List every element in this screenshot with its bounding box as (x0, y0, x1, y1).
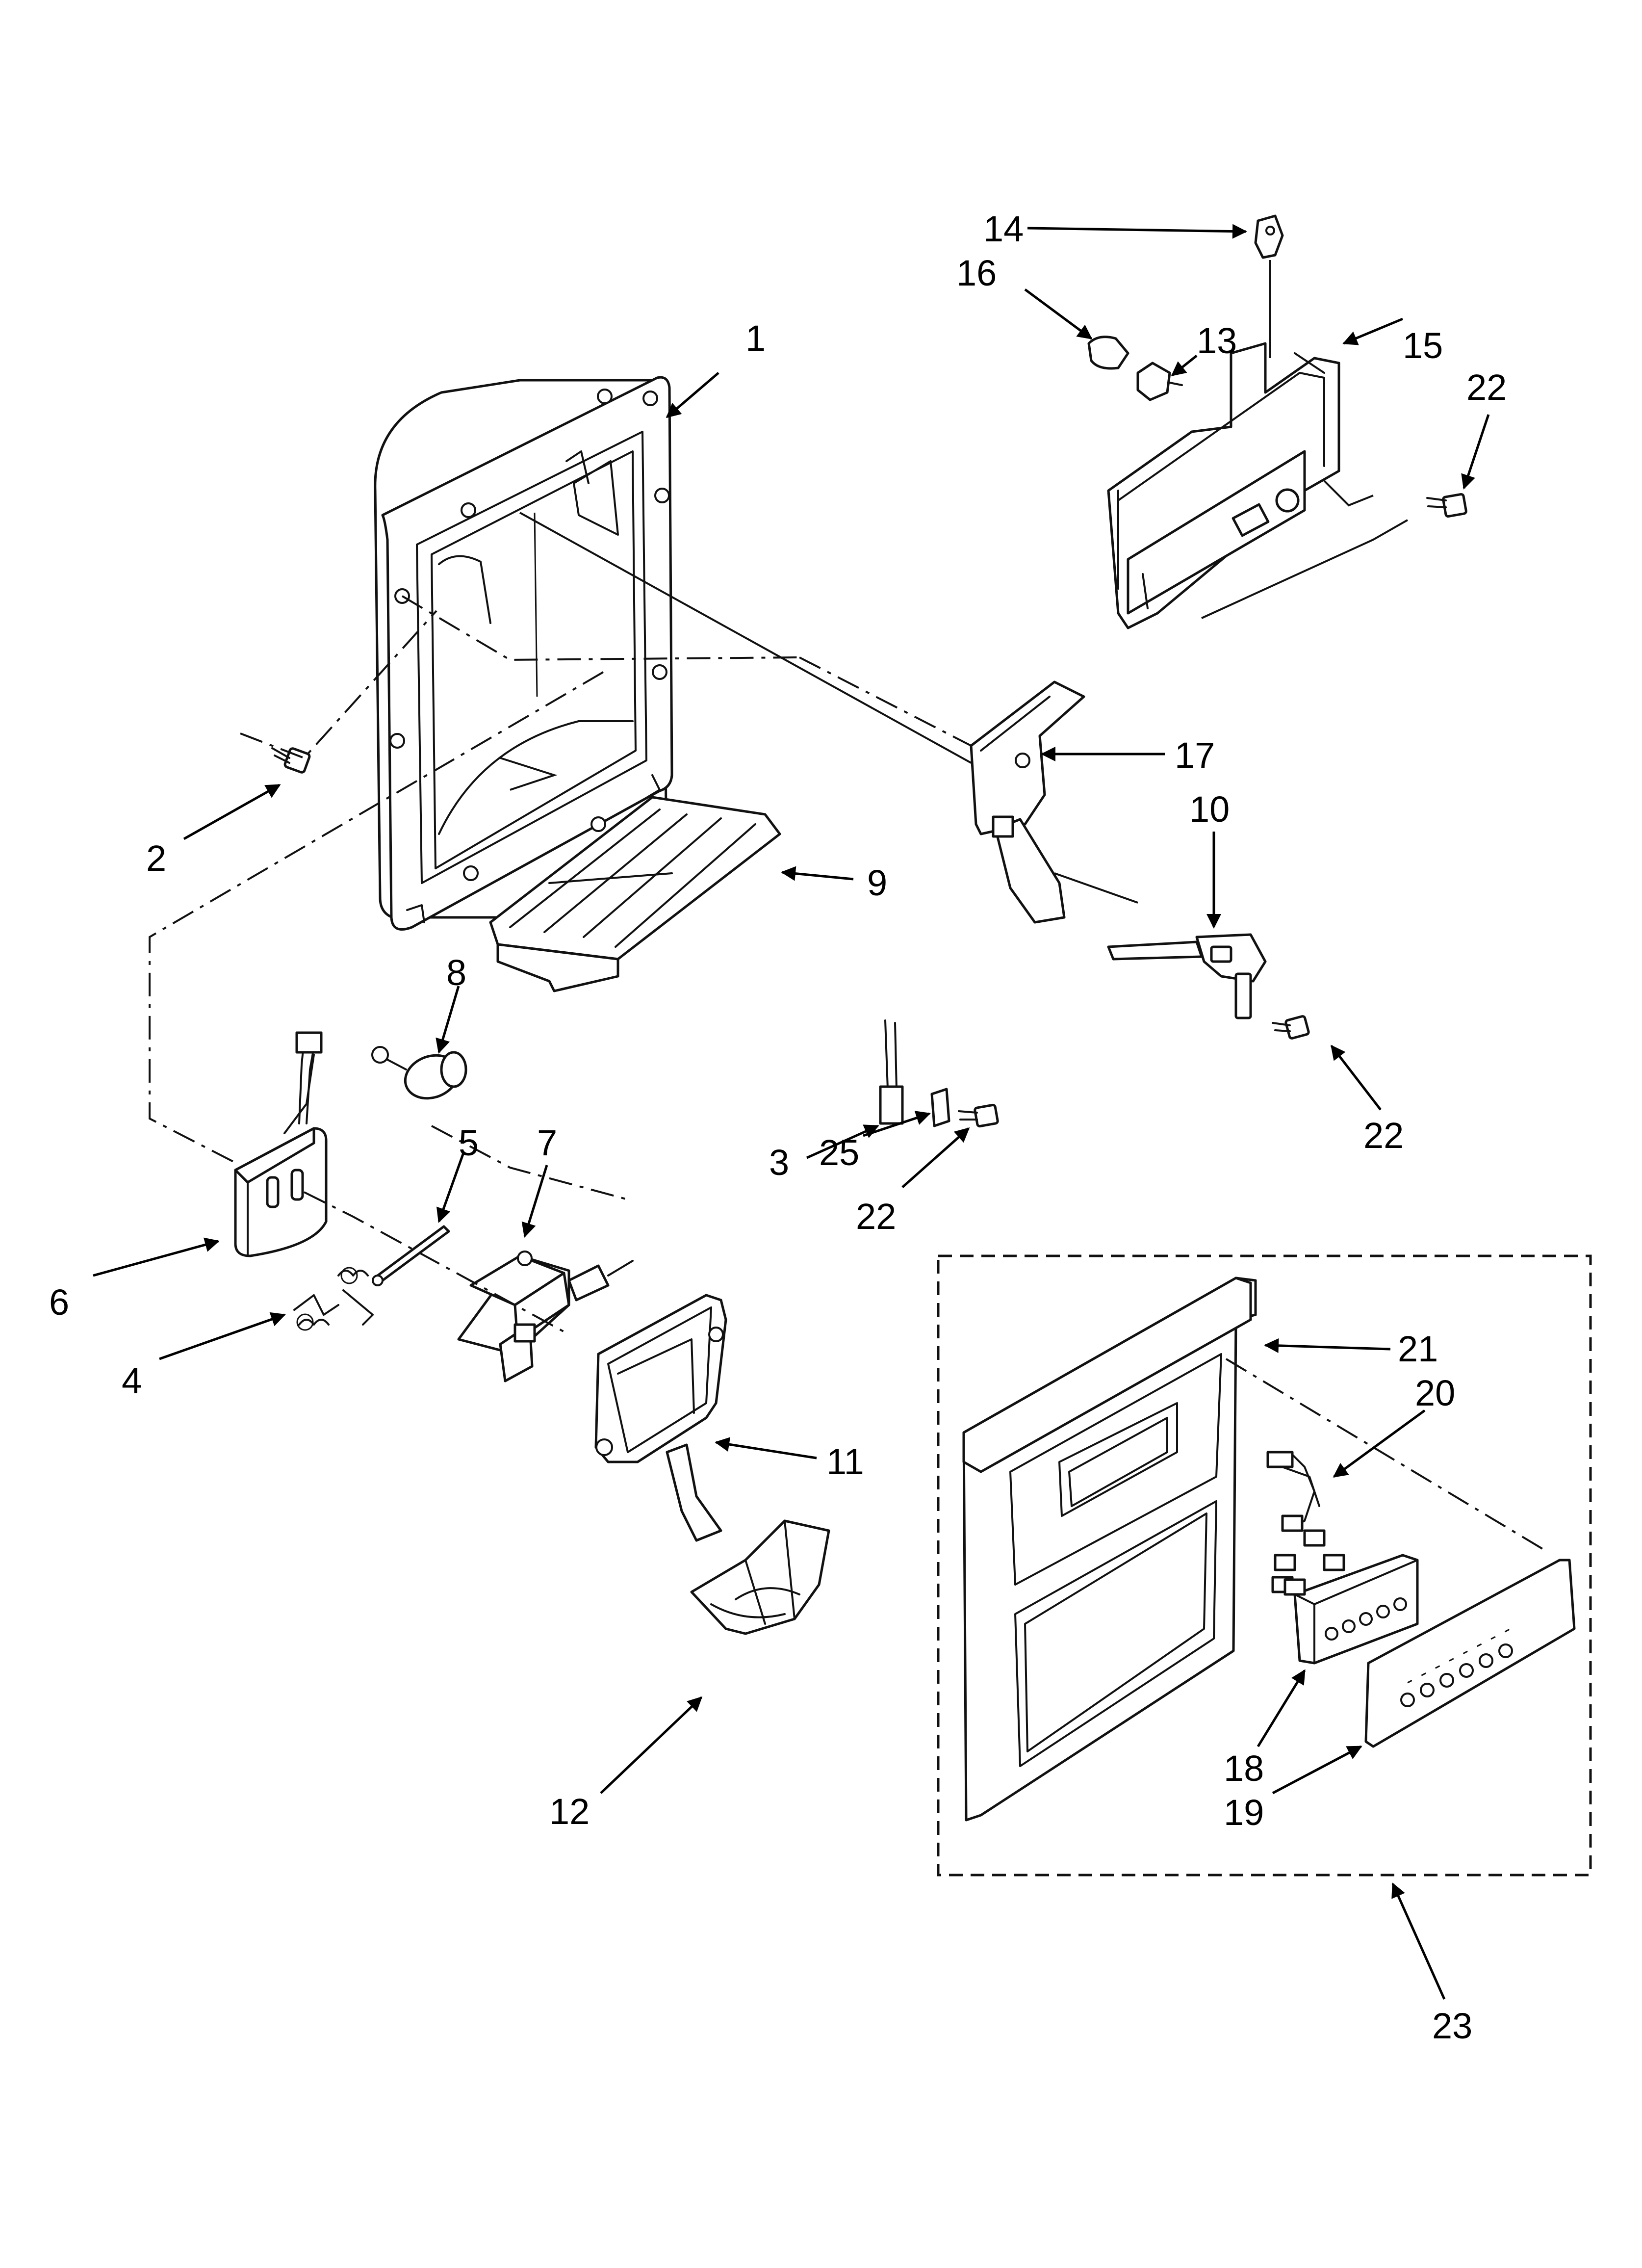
part-19-control-overlay (1364, 1559, 1576, 1748)
part-16-bulb (1087, 336, 1129, 370)
assembly-23-boundary (937, 1254, 1592, 1877)
callout-20: 20 (1415, 1373, 1455, 1413)
part-22-screw-center (958, 1103, 999, 1128)
callout-22-upper: 22 (1466, 367, 1507, 408)
callout-23: 23 (1432, 2006, 1472, 2046)
callout-19: 19 (1224, 1792, 1264, 1833)
part-6-solenoid (234, 1031, 328, 1257)
callout-22-mid: 22 (1363, 1115, 1404, 1156)
callout-17: 17 (1175, 735, 1215, 776)
part-20-wire-harness (1266, 1451, 1345, 1593)
callout-10: 10 (1189, 789, 1230, 830)
callout-7: 7 (537, 1122, 557, 1163)
callout-25: 25 (819, 1132, 859, 1173)
alignment-lines (149, 260, 1546, 1551)
leader-arrows (93, 224, 1490, 2000)
callout-5: 5 (459, 1122, 479, 1163)
part-22-screw-upper (1426, 493, 1467, 518)
part-9-drip-tray (489, 796, 781, 992)
part-5-pin (372, 1225, 450, 1286)
callout-2: 2 (146, 838, 166, 879)
callout-6: 6 (49, 1282, 69, 1323)
callout-9: 9 (867, 862, 887, 903)
callout-8: 8 (446, 952, 466, 993)
part-3-switch (879, 1019, 904, 1125)
part-13-bulb-socket (1136, 362, 1183, 401)
callout-16: 16 (956, 253, 997, 293)
part-1-dispenser-housing (374, 376, 673, 931)
callout-12: 12 (549, 1791, 590, 1832)
callout-22-center: 22 (856, 1196, 896, 1237)
callout-4: 4 (122, 1360, 142, 1401)
part-10-water-actuator (1107, 933, 1267, 1019)
callout-21: 21 (1398, 1329, 1438, 1369)
part-2-screw (271, 747, 311, 774)
part-21-dispenser-front (962, 1277, 1257, 1822)
callout-labels: 1 2 3 25 22 4 5 6 7 8 9 10 11 12 13 14 1… (49, 209, 1507, 2046)
part-11-actuator-paddle (594, 1294, 727, 1542)
callout-11: 11 (826, 1441, 864, 1482)
callout-3: 3 (769, 1142, 789, 1183)
callout-14: 14 (983, 209, 1024, 249)
part-14-microswitch (1254, 214, 1284, 259)
callout-15: 15 (1403, 325, 1443, 366)
part-25-insulator (930, 1088, 950, 1127)
part-15-light-housing (1107, 342, 1340, 629)
callout-18: 18 (1224, 1748, 1264, 1789)
part-17-actuator-lever (970, 680, 1085, 924)
callout-13: 13 (1197, 320, 1237, 361)
callout-1: 1 (745, 318, 766, 359)
part-8-motor-capacitor (371, 1046, 467, 1100)
part-18-control-board (1283, 1554, 1419, 1665)
part-22-screw-mid (1272, 1015, 1310, 1040)
part-12-ice-chute-cup (690, 1519, 830, 1635)
part-4-springs (293, 1267, 374, 1331)
